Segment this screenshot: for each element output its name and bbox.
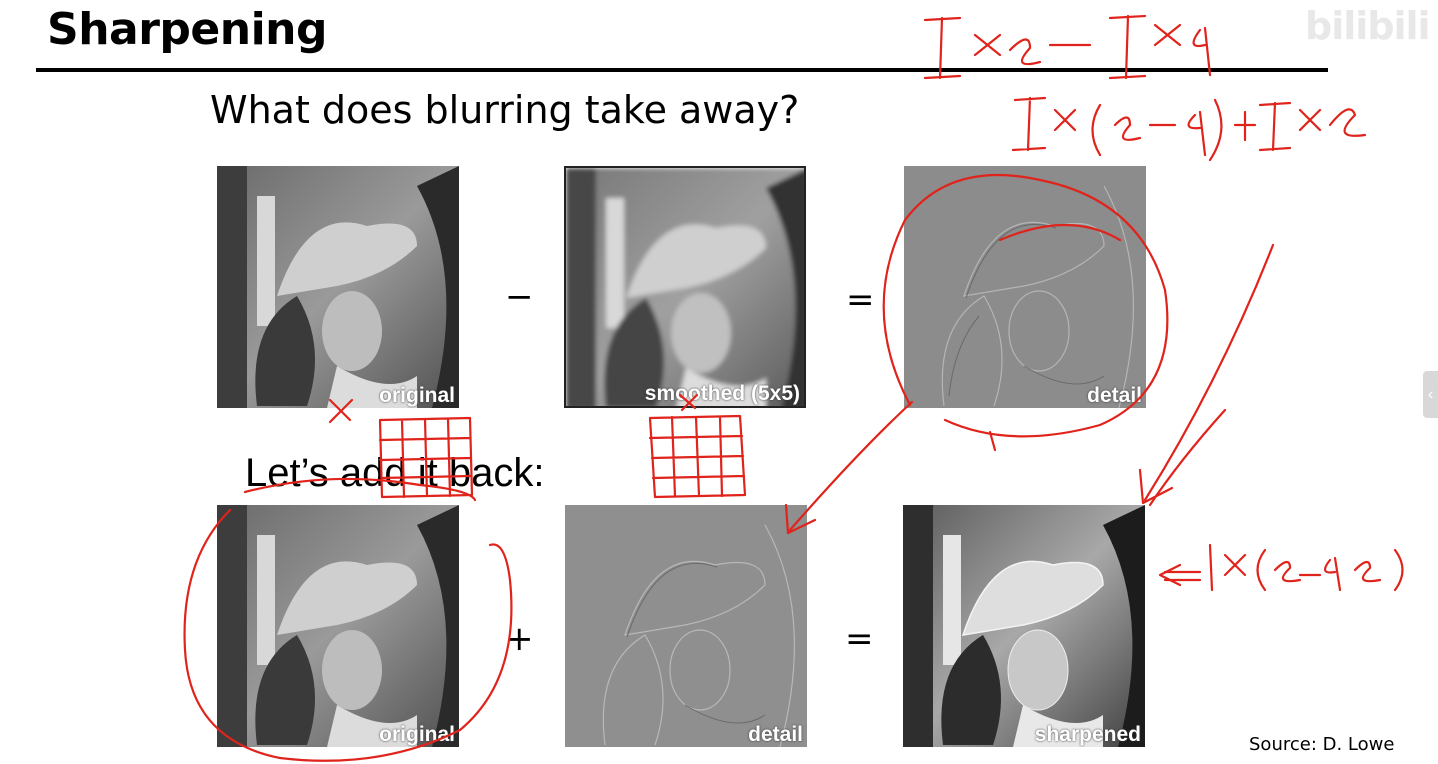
ink-formula-3	[1158, 543, 1404, 592]
image-sharpened: sharpened	[903, 505, 1145, 747]
portrait-image-sharp	[903, 505, 1145, 747]
portrait-image	[217, 166, 459, 408]
ink-tick	[988, 430, 997, 452]
ink-arrow-long	[1143, 243, 1275, 502]
panel-label: detail	[748, 723, 803, 746]
side-panel-toggle[interactable]: ‹	[1423, 371, 1438, 418]
ink-arrow-long-head	[1138, 468, 1174, 505]
detail-image	[904, 166, 1146, 408]
detail-image	[565, 505, 807, 747]
panel-label: detail	[1087, 384, 1142, 407]
image-original-top: original	[217, 166, 459, 408]
panel-label: original	[379, 723, 455, 746]
panel-label: smoothed (5x5)	[644, 382, 800, 405]
panel-label: original	[379, 384, 455, 407]
chevron-left-icon: ‹	[1427, 386, 1434, 403]
portrait-image	[217, 505, 459, 747]
source-credit: Source: D. Lowe	[1249, 734, 1395, 755]
bilibili-logo: bilibili	[1305, 4, 1431, 48]
panel-label: sharpened	[1034, 723, 1141, 746]
equals-operator: =	[846, 280, 875, 320]
equals-operator-bottom: =	[845, 619, 874, 659]
slide-title: Sharpening	[47, 4, 327, 55]
add-back-heading: Let’s add it back:	[245, 451, 545, 495]
ink-arrow-detail	[788, 400, 914, 532]
image-smoothed: smoothed (5x5)	[564, 166, 806, 408]
portrait-image-blurred	[566, 168, 804, 406]
image-detail-top: detail	[904, 166, 1146, 408]
ink-grid-2	[648, 414, 747, 499]
image-detail-bottom: detail	[565, 505, 807, 747]
title-divider	[36, 68, 1328, 72]
ink-formula-2	[1011, 96, 1367, 162]
question-heading: What does blurring take away?	[210, 88, 800, 132]
ink-arrow-short	[1148, 408, 1227, 507]
plus-operator: +	[505, 619, 534, 659]
minus-operator: −	[505, 277, 534, 317]
image-original-bottom: original	[217, 505, 459, 747]
